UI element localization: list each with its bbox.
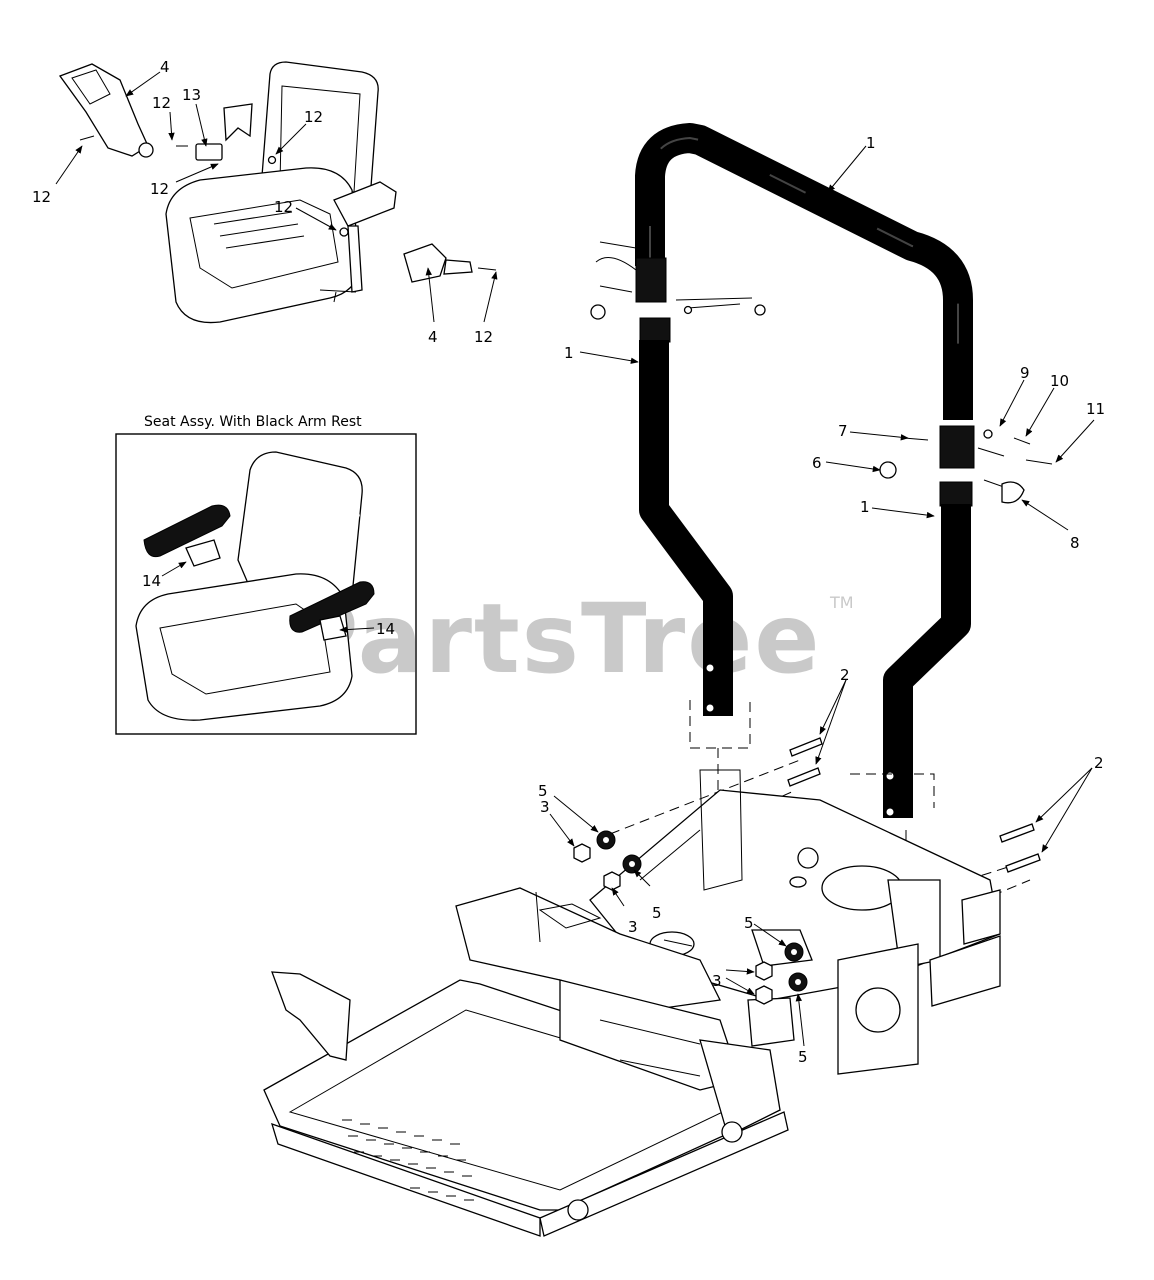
callout-labels: 4 12 13 12 12 12 12 4 12 14 14 1 1 1 7 6… bbox=[32, 58, 1105, 1066]
callout-11: 11 bbox=[1086, 400, 1105, 418]
callout-12: 12 bbox=[152, 94, 171, 112]
callout-13: 13 bbox=[182, 86, 201, 104]
chassis-frame bbox=[263, 769, 1001, 1237]
callout-2: 2 bbox=[1094, 754, 1104, 772]
callout-12: 12 bbox=[304, 108, 323, 126]
callout-4: 4 bbox=[160, 58, 170, 76]
callout-9: 9 bbox=[1020, 364, 1030, 382]
callout-3: 3 bbox=[628, 918, 638, 936]
callout-5: 5 bbox=[538, 782, 548, 800]
hardware bbox=[573, 737, 1041, 1005]
roll-bar bbox=[590, 123, 1053, 818]
callout-7: 7 bbox=[838, 422, 848, 440]
callout-1: 1 bbox=[564, 344, 574, 362]
callout-5: 5 bbox=[798, 1048, 808, 1066]
inset-title: Seat Assy. With Black Arm Rest bbox=[144, 414, 362, 430]
callout-5: 5 bbox=[652, 904, 662, 922]
floor-perforations bbox=[342, 1119, 474, 1201]
callout-12: 12 bbox=[32, 188, 51, 206]
inset-seat: SCAG bbox=[135, 451, 375, 721]
callout-4: 4 bbox=[428, 328, 438, 346]
callout-10: 10 bbox=[1050, 372, 1069, 390]
callout-12: 12 bbox=[150, 180, 169, 198]
callout-2: 2 bbox=[840, 666, 850, 684]
leader-lines bbox=[55, 71, 1095, 1047]
callout-12: 12 bbox=[474, 328, 493, 346]
callout-5: 5 bbox=[744, 914, 754, 932]
callout-3: 3 bbox=[712, 972, 722, 990]
callout-3: 3 bbox=[540, 798, 550, 816]
callout-1: 1 bbox=[866, 134, 876, 152]
callout-1: 1 bbox=[860, 498, 870, 516]
callout-12: 12 bbox=[274, 198, 293, 216]
watermark-trademark: TM bbox=[829, 593, 854, 612]
callout-6: 6 bbox=[812, 454, 822, 472]
callout-8: 8 bbox=[1070, 534, 1080, 552]
seat-assembly bbox=[58, 61, 497, 324]
inset-frame bbox=[115, 433, 417, 735]
callout-14: 14 bbox=[142, 572, 161, 590]
callout-14: 14 bbox=[376, 620, 395, 638]
